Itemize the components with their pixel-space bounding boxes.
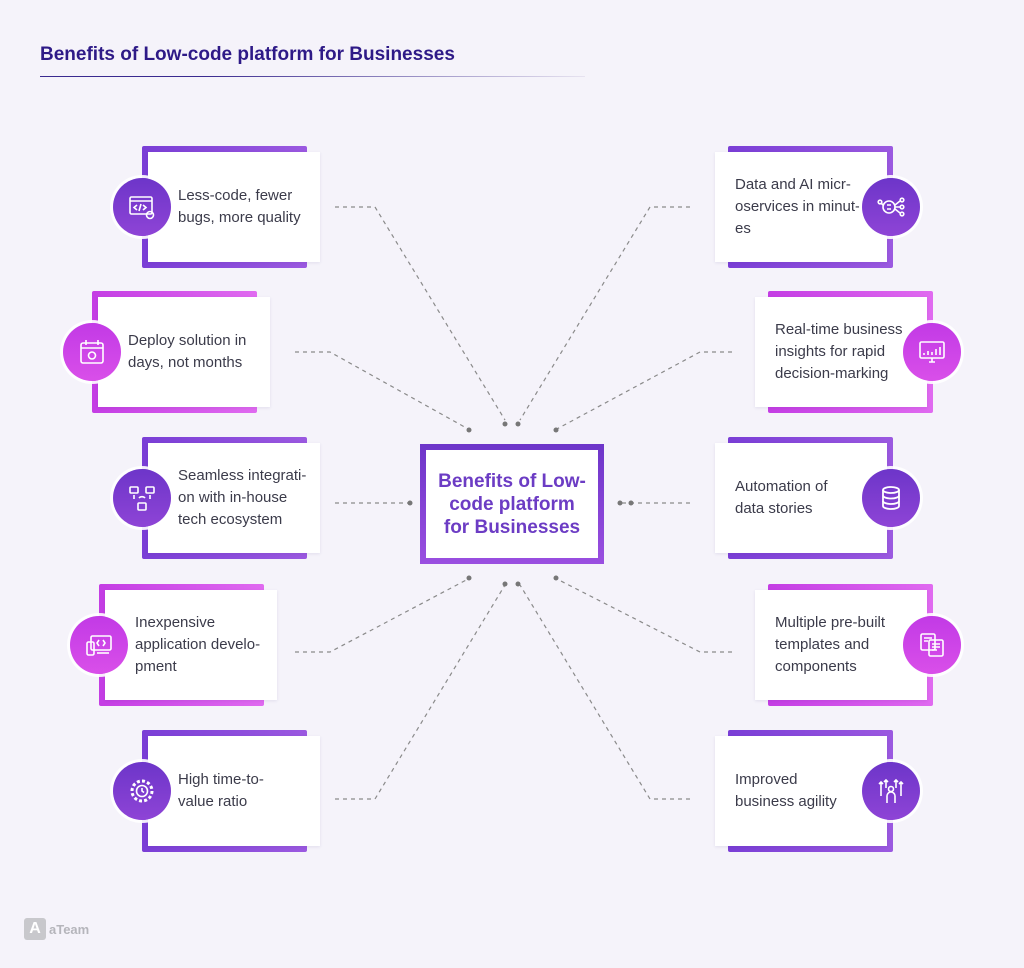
card-right-2: Real-time business insights for rapid de…	[755, 291, 933, 413]
connector-right-1	[519, 206, 690, 421]
card-text: Seamless integrati- on with in-house tec…	[178, 467, 307, 528]
card-text: High time-to- value ratio	[178, 771, 264, 810]
card-left-3: Seamless integrati- on with in-house tec…	[142, 437, 320, 559]
ateam-logo: A aTeam	[24, 918, 89, 940]
card-text: Real-time business insights for rapid de…	[775, 321, 903, 382]
page-title: Benefits of Low-code platform for Busine…	[40, 44, 455, 65]
center-hub: Benefits of Low- code platform for Busin…	[420, 444, 604, 564]
connected-devices-icon	[113, 469, 171, 527]
gear-clock-icon	[113, 762, 171, 820]
connector-left-5	[335, 584, 506, 800]
connector-left-1	[335, 206, 506, 421]
app-development-icon	[70, 616, 128, 674]
monitor-chart-icon	[903, 323, 961, 381]
connector-right-2	[554, 351, 732, 431]
card-left-5: High time-to- value ratio	[142, 730, 320, 852]
code-window-gear-icon	[113, 178, 171, 236]
card-left-2: Deploy solution in days, not months	[92, 291, 270, 413]
card-text: Multiple pre-built templates and compone…	[775, 614, 886, 675]
card-text: Automation of data stories	[735, 478, 828, 517]
card-text: Data and AI micr- oservices in minut- es	[735, 176, 861, 237]
card-right-4: Multiple pre-built templates and compone…	[755, 584, 933, 706]
card-text: Deploy solution in days, not months	[128, 332, 247, 371]
calendar-gear-icon	[63, 323, 121, 381]
templates-icon	[903, 616, 961, 674]
card-right-1: Data and AI micr- oservices in minut- es	[715, 146, 893, 268]
database-icon	[862, 469, 920, 527]
person-arrows-icon	[862, 762, 920, 820]
ai-brain-network-icon	[862, 178, 920, 236]
card-text: Improved business agility	[735, 771, 837, 810]
connector-left-4	[295, 577, 471, 653]
logo-text: aTeam	[49, 921, 90, 937]
center-hub-label: Benefits of Low- code platform for Busin…	[426, 450, 598, 558]
connector-left-2	[295, 351, 471, 431]
connector-right-4	[554, 577, 732, 653]
card-text: Less-code, fewer bugs, more quality	[178, 187, 301, 226]
connector-right-5	[519, 584, 690, 800]
title-underline	[40, 76, 585, 77]
card-text: Inexpensive application develo- pment	[135, 614, 261, 675]
logo-mark: A	[24, 918, 46, 940]
card-left-1: Less-code, fewer bugs, more quality	[142, 146, 320, 268]
card-left-4: Inexpensive application develo- pment	[99, 584, 277, 706]
